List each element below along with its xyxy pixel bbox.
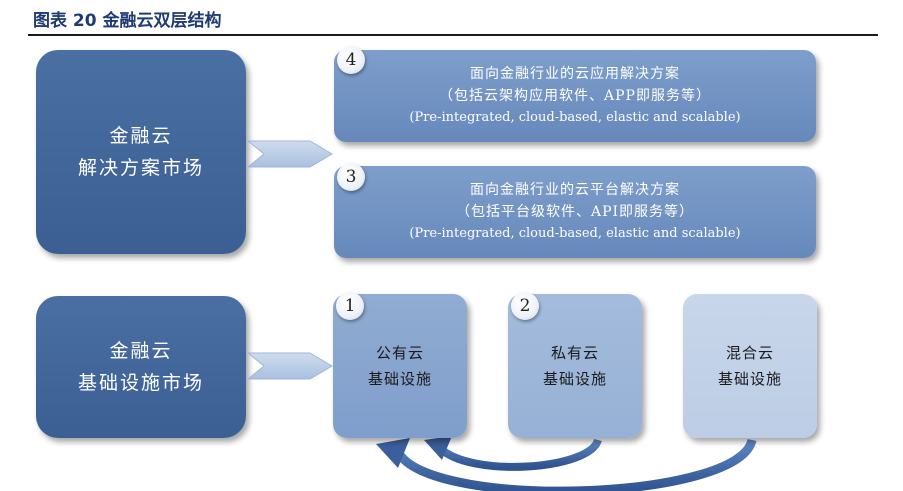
infrastructure-market-line2: 基础设施市场 (77, 372, 204, 394)
private-cloud-line2: 基础设施 (542, 370, 607, 388)
number-badge-4: 4 (337, 46, 365, 74)
cloud-application-box: 面向金融行业的云应用解决方案 （包括云架构应用软件、APP即服务等） (Pre-… (334, 50, 816, 142)
private-cloud-line1: 私有云 (550, 344, 599, 362)
hybrid-to-public-arrow (396, 438, 757, 491)
hybrid-cloud-line1: 混合云 (725, 344, 774, 362)
solutions-market-box: 金融云 解决方案市场 (36, 50, 246, 254)
infrastructure-market-box: 金融云 基础设施市场 (36, 296, 246, 438)
hybrid-cloud-box: 混合云 基础设施 (683, 294, 817, 438)
cloud-application-line2: （包括云架构应用软件、APP即服务等） (439, 88, 711, 104)
infrastructure-market-line1: 金融云 (109, 340, 173, 362)
cloud-platform-line2: （包括平台级软件、API即服务等） (455, 204, 695, 220)
number-badge-2: 2 (511, 292, 539, 320)
public-cloud-line1: 公有云 (375, 344, 424, 362)
figure-title: 图表 20 金融云双层结构 (33, 11, 222, 31)
public-cloud-line2: 基础设施 (367, 370, 432, 388)
private-to-public-arrow (437, 438, 602, 471)
title-divider (28, 34, 878, 36)
number-badge-1: 1 (336, 292, 364, 320)
cloud-platform-line1: 面向金融行业的云平台解决方案 (470, 182, 680, 198)
cloud-application-line3: (Pre-integrated, cloud-based, elastic an… (409, 110, 741, 125)
hybrid-cloud-line2: 基础设施 (717, 370, 782, 388)
cloud-platform-box: 面向金融行业的云平台解决方案 （包括平台级软件、API即服务等） (Pre-in… (334, 166, 816, 258)
cloud-application-line1: 面向金融行业的云应用解决方案 (470, 66, 680, 82)
number-badge-3: 3 (337, 163, 365, 191)
solutions-market-line1: 金融云 (109, 125, 173, 147)
solutions-arrow-icon (248, 140, 333, 168)
cloud-platform-line3: (Pre-integrated, cloud-based, elastic an… (409, 226, 741, 241)
infrastructure-arrow-icon (248, 352, 333, 380)
solutions-market-line2: 解决方案市场 (77, 157, 204, 179)
private-arrowhead-icon (424, 436, 452, 460)
hybrid-arrowhead-icon (376, 438, 410, 468)
